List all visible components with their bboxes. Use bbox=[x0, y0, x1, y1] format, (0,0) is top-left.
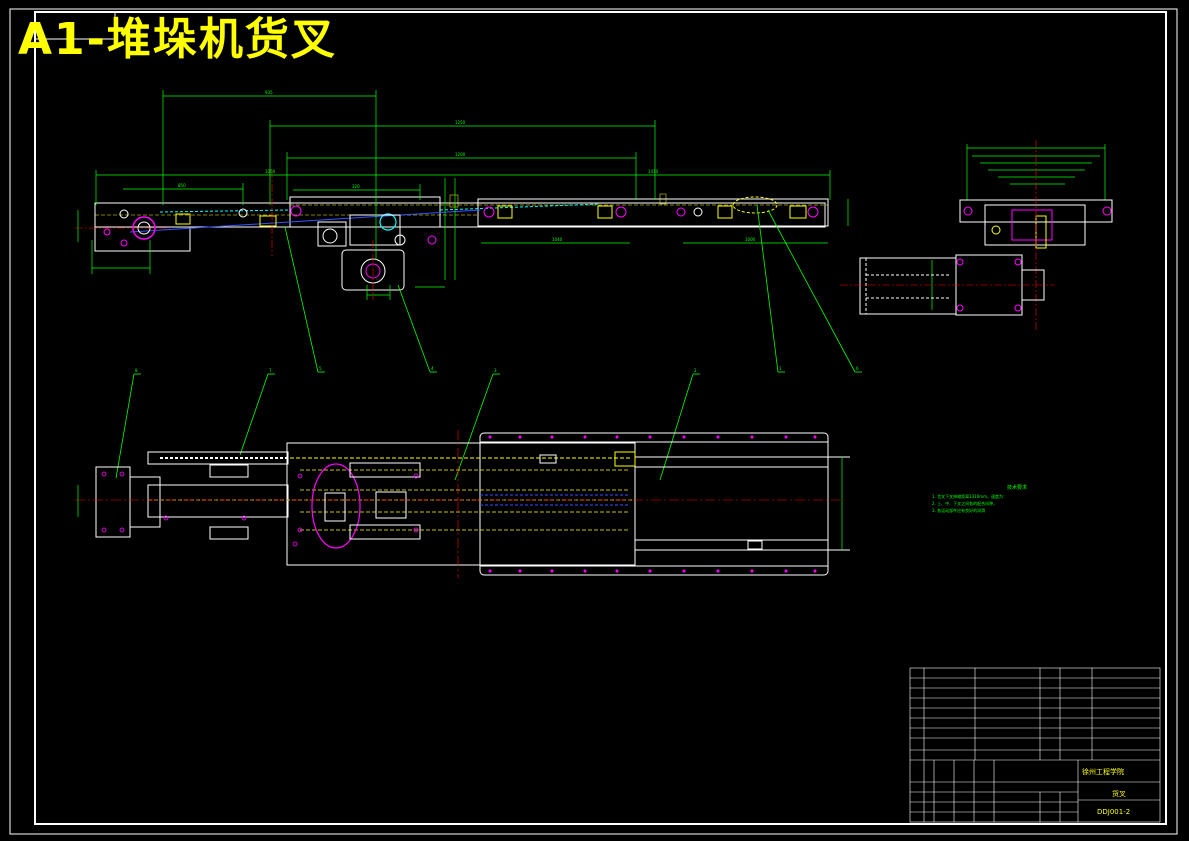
note-line: 2. 上、中、下叉之间各的配合间隙， bbox=[932, 501, 998, 506]
leader-lines bbox=[115, 204, 862, 481]
balloon-number: 6 bbox=[856, 366, 859, 371]
title-block bbox=[909, 667, 1161, 823]
top-view bbox=[75, 430, 850, 578]
balloon-number: 4 bbox=[431, 366, 434, 371]
front-dimensions bbox=[77, 90, 849, 300]
inner-frame bbox=[34, 11, 1167, 825]
decor-hatch bbox=[449, 193, 667, 208]
notes-title: 技术要求 bbox=[1006, 485, 1027, 491]
dim-label: 1040 bbox=[552, 237, 563, 242]
dim-label: 1250 bbox=[455, 120, 466, 125]
school-name: 徐州工程学院 bbox=[1082, 768, 1124, 776]
front-dim-labels: 935 1250 1200 1050 850 1410 320 1040 100… bbox=[178, 90, 756, 242]
balloon-number: 2 bbox=[694, 368, 697, 373]
sheet-title: A1-堆垛机货叉 bbox=[18, 14, 337, 65]
note-line: 1. 货叉下叉伸缩距离1310mm，速度为： bbox=[932, 494, 1008, 499]
dim-label: 935 bbox=[265, 90, 273, 95]
dim-label: 320 bbox=[352, 184, 360, 189]
balloon-number: 3 bbox=[494, 368, 497, 373]
side-view bbox=[840, 140, 1113, 330]
note-line: 3. 各运动部件应有良好的润滑 bbox=[932, 508, 986, 513]
balloon-number: 8 bbox=[135, 368, 138, 373]
dim-label: 1410 bbox=[648, 169, 659, 174]
dim-label: 1050 bbox=[265, 169, 276, 174]
technical-notes: 技术要求 1. 货叉下叉伸缩距离1310mm，速度为： 2. 上、中、下叉之间各… bbox=[932, 485, 1102, 514]
balloon-labels: 8 7 5 4 3 2 1 6 bbox=[135, 366, 859, 373]
corner-box bbox=[34, 11, 116, 40]
drawing-number: DDJ001-2 bbox=[1097, 808, 1131, 816]
balloon-number: 1 bbox=[779, 366, 782, 371]
front-view bbox=[75, 170, 829, 300]
balloon-number: 7 bbox=[269, 368, 272, 373]
dim-label: 1200 bbox=[455, 152, 466, 157]
balloon-number: 5 bbox=[319, 366, 322, 371]
outer-border bbox=[9, 8, 1178, 835]
dim-label: 1000 bbox=[745, 237, 756, 242]
part-name: 货叉 bbox=[1112, 790, 1126, 798]
dim-label: 850 bbox=[178, 183, 186, 188]
